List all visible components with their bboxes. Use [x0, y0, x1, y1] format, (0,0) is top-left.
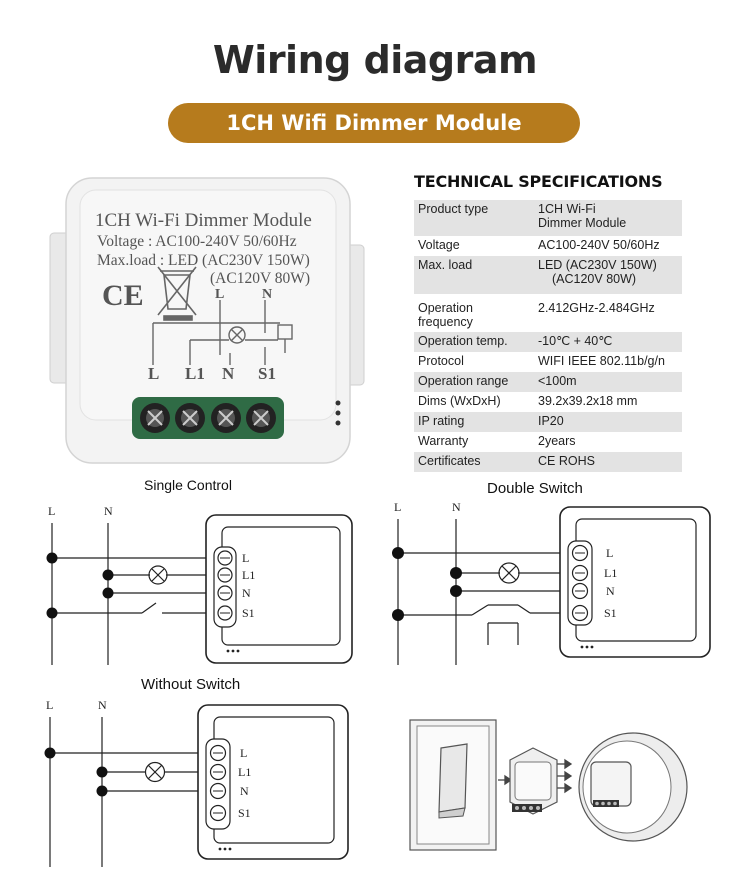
terminal-l1: L1	[242, 568, 255, 582]
terminal-label-l: L	[148, 364, 159, 383]
terminal-l: L	[606, 546, 613, 560]
wires	[49, 717, 214, 867]
spec-key: Operation temp.	[418, 334, 508, 348]
spec-value: 39.2x39.2x18 mm	[538, 394, 638, 408]
spec-value: <100m	[538, 374, 577, 388]
spec-value: CE ROHS	[538, 454, 595, 468]
line-l-label: L	[48, 504, 55, 518]
junction-dots	[46, 552, 114, 619]
spec-key: Voltage	[418, 238, 460, 252]
wall-box-icon	[578, 732, 688, 842]
page-title: Wiring diagram	[212, 38, 538, 82]
module-outline	[205, 514, 353, 664]
spec-row-protocol: Protocol WIFI IEEE 802.11b/g/n	[414, 352, 682, 372]
module-name: 1CH Wi-Fi Dimmer Module	[95, 210, 312, 231]
module-maxload-2: (AC120V 80W)	[210, 270, 310, 287]
spec-value: AC100-240V 50/60Hz	[538, 238, 660, 252]
spec-value: WIFI IEEE 802.11b/g/n	[538, 354, 665, 368]
schematic-n-label: N	[262, 287, 272, 302]
spec-key: Operation frequency	[418, 301, 473, 329]
spec-key: Dims (WxDxH)	[418, 394, 501, 408]
terminal-label-l1: L1	[185, 364, 205, 383]
terminal-l: L	[240, 746, 247, 760]
terminal-s1: S1	[604, 606, 617, 620]
installation-illustration	[409, 719, 688, 851]
terminal-screws	[140, 403, 276, 433]
terminal-l1: L1	[604, 566, 617, 580]
product-badge: 1CH Wifi Dimmer Module	[168, 103, 580, 143]
double-switch-label: Double Switch	[487, 480, 583, 497]
single-control-label: Single Control	[144, 477, 232, 493]
spec-key: Operation range	[418, 374, 509, 388]
terminal-n: N	[242, 586, 251, 600]
terminal-s1: S1	[242, 606, 255, 620]
module-schematic	[152, 300, 293, 365]
specs-title: TECHNICAL SPECIFICATIONS	[414, 172, 663, 191]
terminal-n: N	[240, 784, 249, 798]
single-control-diagram: L N L L1 N S1	[46, 504, 353, 665]
ce-mark: CE	[102, 279, 144, 312]
wires	[51, 523, 220, 665]
module-illustration: 1CH Wi-Fi Dimmer Module Voltage : AC100-…	[49, 177, 365, 464]
spec-key: Warranty	[418, 434, 469, 448]
spec-value: 2years	[538, 434, 576, 448]
wall-switch-icon	[409, 719, 497, 851]
mini-module-icon	[509, 747, 558, 815]
spec-key: IP rating	[418, 414, 465, 428]
spec-key: Certificates	[418, 454, 481, 468]
weee-bin-icon	[157, 266, 197, 321]
spec-key: Product type	[418, 202, 489, 216]
terminal-block	[132, 397, 284, 439]
spec-row-temp: Operation temp. -10℃ + 40℃	[414, 332, 682, 352]
double-switch-diagram: L N L L1 N S1	[392, 500, 711, 665]
spec-key: Protocol	[418, 354, 464, 368]
junction-dots	[392, 547, 462, 621]
spec-value: IP20	[538, 414, 564, 428]
terminal-s1: S1	[238, 806, 251, 820]
line-n-label: N	[452, 500, 461, 514]
spec-value: -10℃ + 40℃	[538, 334, 613, 348]
spec-row-dims: Dims (WxDxH) 39.2x39.2x18 mm	[414, 392, 682, 412]
wires	[397, 519, 576, 665]
line-l-label: L	[394, 500, 401, 514]
schematic-l-label: L	[215, 287, 224, 302]
line-n-label: N	[98, 698, 107, 712]
spec-value: LED (AC230V 150W)(AC120V 80W)	[538, 258, 657, 286]
terminal-n: N	[606, 584, 615, 598]
spec-value: 2.412GHz-2.484GHz	[538, 301, 655, 315]
spec-row-warranty: Warranty 2years	[414, 432, 682, 452]
module-maxload: Max.load : LED (AC230V 150W)	[97, 252, 310, 269]
module-voltage: Voltage : AC100-240V 50/60Hz	[97, 233, 297, 250]
status-leds	[335, 400, 341, 426]
module-outline	[559, 506, 711, 658]
without-switch-diagram: L N L L1 N S1	[44, 698, 349, 867]
spec-row-frequency: Operation frequency 2.412GHz-2.484GHz	[414, 294, 682, 332]
terminal-label-n: N	[222, 364, 235, 383]
spec-row-max-load: Max. load LED (AC230V 150W)(AC120V 80W)	[414, 256, 682, 294]
terminal-l1: L1	[238, 765, 251, 779]
spec-row-range: Operation range <100m	[414, 372, 682, 392]
spec-row-certificates: Certificates CE ROHS	[414, 452, 682, 472]
terminal-label-s1: S1	[258, 364, 276, 383]
terminal-l: L	[242, 551, 249, 565]
line-l-label: L	[46, 698, 53, 712]
module-outline	[197, 704, 349, 860]
spec-row-ip: IP rating IP20	[414, 412, 682, 432]
without-switch-label: Without Switch	[141, 676, 241, 693]
spec-row-voltage: Voltage AC100-240V 50/60Hz	[414, 236, 682, 256]
spec-key: Max. load	[418, 258, 473, 272]
line-n-label: N	[104, 504, 113, 518]
junction-dots	[44, 747, 108, 797]
